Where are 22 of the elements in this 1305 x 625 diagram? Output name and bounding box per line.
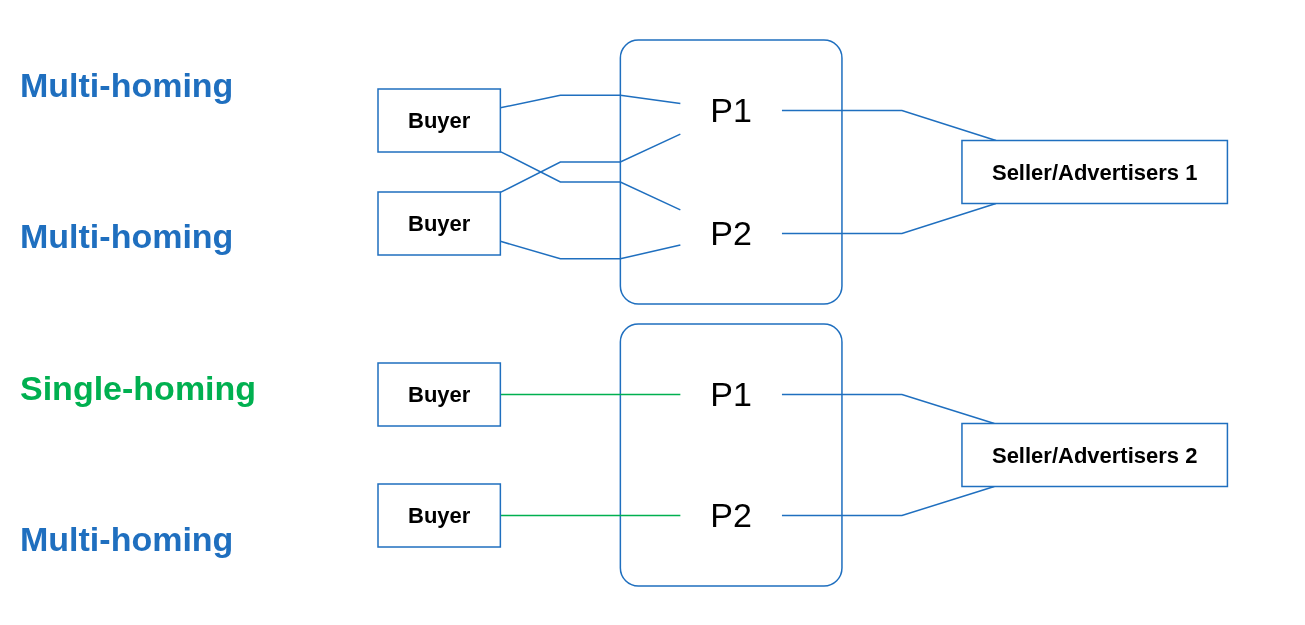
node-box: Buyer xyxy=(377,482,501,548)
node-box: Buyer xyxy=(377,87,501,153)
cluster xyxy=(619,322,843,587)
node-box: Seller/Advertisers 2 xyxy=(961,422,1228,487)
node-text: P2 xyxy=(710,495,752,534)
connector xyxy=(781,393,995,424)
connector xyxy=(781,202,997,234)
cluster xyxy=(619,38,843,305)
section-heading: Multi-homing xyxy=(20,519,234,559)
section-heading: Multi-homing xyxy=(20,217,234,257)
connector xyxy=(781,109,997,141)
node-text: P1 xyxy=(710,90,752,129)
connector xyxy=(781,485,995,516)
section-heading: Multi-homing xyxy=(20,66,234,106)
node-box: Buyer xyxy=(377,190,501,256)
connector xyxy=(499,150,681,211)
node-text: P2 xyxy=(710,213,752,252)
node-box: Buyer xyxy=(377,361,501,427)
connector xyxy=(499,132,681,193)
node-text: P1 xyxy=(710,374,752,413)
section-heading: Single-homing xyxy=(20,368,257,408)
node-box: Seller/Advertisers 1 xyxy=(961,139,1228,204)
